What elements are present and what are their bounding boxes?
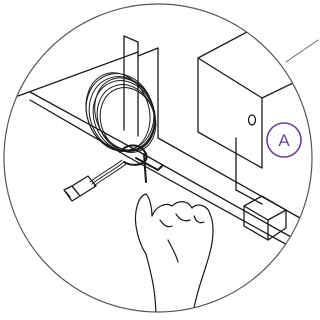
callout-label: A — [278, 131, 290, 150]
leader-line — [286, 40, 318, 62]
callout-badge: A — [267, 123, 301, 157]
